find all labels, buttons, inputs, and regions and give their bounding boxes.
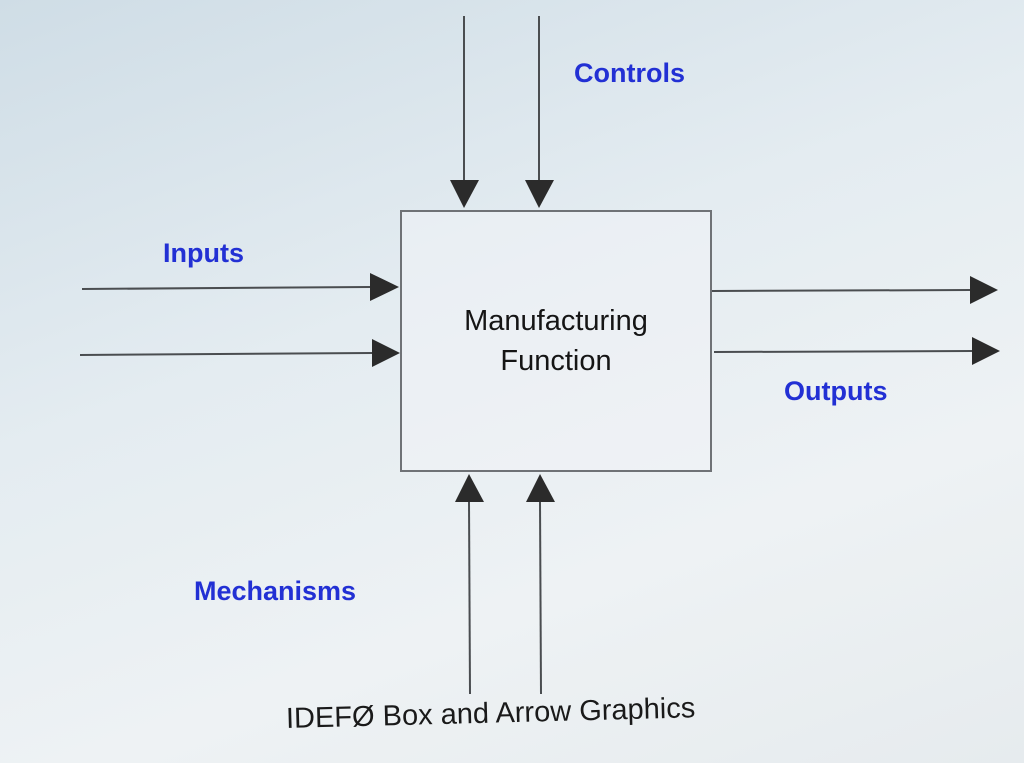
control-arrow-1 — [450, 16, 479, 208]
output-arrow-2 — [713, 337, 1000, 365]
mechanism-arrow-2 — [526, 474, 555, 695]
mechanism-arrow-1 — [455, 474, 484, 695]
outputs-label: Outputs — [784, 376, 888, 406]
function-box-title-line-2: Function — [500, 345, 612, 377]
control-arrow-2 — [525, 16, 554, 208]
mechanisms-label: Mechanisms — [194, 576, 357, 606]
function-box: Manufacturing Function — [400, 210, 712, 472]
inputs-label: Inputs — [163, 238, 244, 268]
function-box-title-line-1: Manufacturing — [464, 305, 648, 337]
input-arrow-1 — [81, 273, 399, 301]
output-arrow-1 — [711, 276, 998, 304]
controls-label: Controls — [574, 58, 685, 88]
input-arrow-2 — [79, 339, 400, 367]
